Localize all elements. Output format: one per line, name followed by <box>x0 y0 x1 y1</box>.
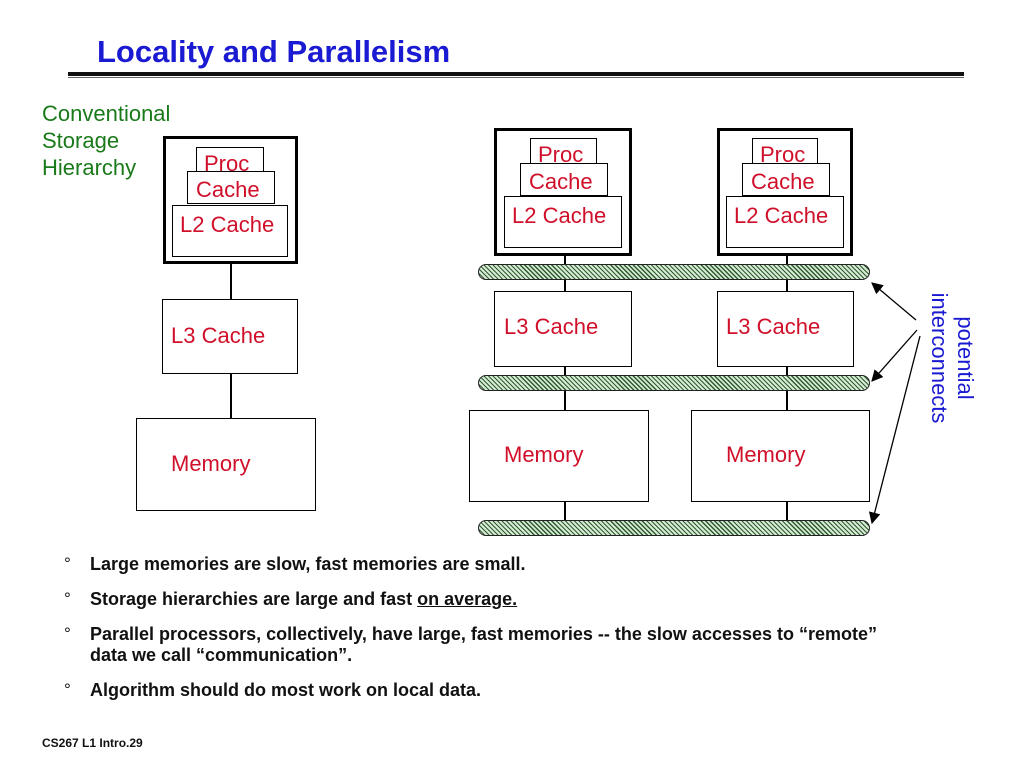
par2-link-mem-bus <box>786 502 788 521</box>
potential-line-1: potential <box>953 316 978 400</box>
bullet-marker: ° <box>64 554 71 573</box>
par2-proc-label: Proc <box>760 142 806 167</box>
par1-cache-label: Cache <box>529 169 593 194</box>
title-rule <box>68 72 964 76</box>
par1-l2-box <box>504 196 622 248</box>
bullet-1: ° Large memories are slow, fast memories… <box>64 554 964 575</box>
conv-proc-box <box>196 147 264 175</box>
bullet-4-text: Algorithm should do most work on local d… <box>90 680 482 700</box>
conv-l2-label: L2 Cache <box>180 212 275 237</box>
par2-cache-box <box>742 163 830 196</box>
bullet-list: ° Large memories are slow, fast memories… <box>64 554 964 715</box>
conv-link-1 <box>230 264 232 299</box>
bullet-2: ° Storage hierarchies are large and fast… <box>64 589 964 610</box>
bullet-2-underlined: on average. <box>417 589 518 609</box>
par1-link-l3-bus <box>564 367 566 376</box>
potential-interconnects-text: potential interconnects <box>926 293 978 424</box>
par2-link-l3-bus <box>786 367 788 376</box>
conv-cache-box <box>187 171 275 204</box>
arrow-to-bus-1 <box>871 282 917 321</box>
par2-link-bus-l3 <box>786 280 788 291</box>
arrow-to-bus-3 <box>868 335 921 525</box>
par1-memory-box <box>469 410 649 502</box>
par1-l2-label: L2 Cache <box>512 203 607 228</box>
conv-memory-label: Memory <box>171 451 251 476</box>
conv-cache-label: Cache <box>196 177 260 202</box>
interconnect-bus-1 <box>478 264 870 280</box>
par1-link-bus-l3 <box>564 280 566 291</box>
par2-l3-label: L3 Cache <box>726 314 821 339</box>
conventional-line-2: Storage <box>42 128 120 153</box>
par2-link-l2-bus <box>786 256 788 265</box>
slide-footer: CS267 L1 Intro.29 <box>42 736 143 750</box>
par2-memory-label: Memory <box>726 442 806 467</box>
par2-l3-box <box>717 291 854 367</box>
par1-proc-box <box>530 138 597 166</box>
bullet-1-text: Large memories are slow, fast memories a… <box>90 554 526 574</box>
interconnect-bus-2 <box>478 375 870 391</box>
potential-line-2: interconnects <box>927 292 952 424</box>
par2-l2-label: L2 Cache <box>734 203 829 228</box>
par1-l3-box <box>494 291 632 367</box>
par1-link-mem-bus <box>564 502 566 521</box>
potential-interconnects-label: potential interconnects <box>920 282 984 434</box>
par1-l3-label: L3 Cache <box>504 314 599 339</box>
bullet-3: ° Parallel processors, collectively, hav… <box>64 624 880 666</box>
par1-memory-label: Memory <box>504 442 584 467</box>
title-rule-thin <box>68 77 964 78</box>
bullet-marker: ° <box>64 624 71 643</box>
par1-proc-label: Proc <box>538 142 584 167</box>
par1-link-bus-mem <box>564 391 566 410</box>
conventional-line-1: Conventional <box>42 101 171 126</box>
arrow-to-bus-2 <box>871 329 918 382</box>
par1-link-l2-bus <box>564 256 566 265</box>
bullet-4: ° Algorithm should do most work on local… <box>64 680 964 701</box>
page-title: Locality and Parallelism <box>97 34 451 69</box>
bullet-2-text: Storage hierarchies are large and fast <box>90 589 418 609</box>
bullet-3-text: Parallel processors, collectively, have … <box>90 624 878 665</box>
conv-l3-label: L3 Cache <box>171 323 266 348</box>
interconnect-bus-3 <box>478 520 870 536</box>
bullet-marker: ° <box>64 589 71 608</box>
par1-cache-box <box>520 163 608 196</box>
conv-l3-box <box>162 299 298 374</box>
par2-memory-box <box>691 410 870 502</box>
par2-l2-box <box>726 196 844 248</box>
bullet-marker: ° <box>64 680 71 699</box>
conv-l2-box <box>172 205 288 257</box>
conv-memory-box <box>136 418 316 511</box>
par2-cache-label: Cache <box>751 169 815 194</box>
conventional-line-3: Hierarchy <box>42 155 137 180</box>
conventional-label: Conventional Storage Hierarchy <box>42 100 170 181</box>
conv-link-2 <box>230 374 232 418</box>
par2-link-bus-mem <box>786 391 788 410</box>
